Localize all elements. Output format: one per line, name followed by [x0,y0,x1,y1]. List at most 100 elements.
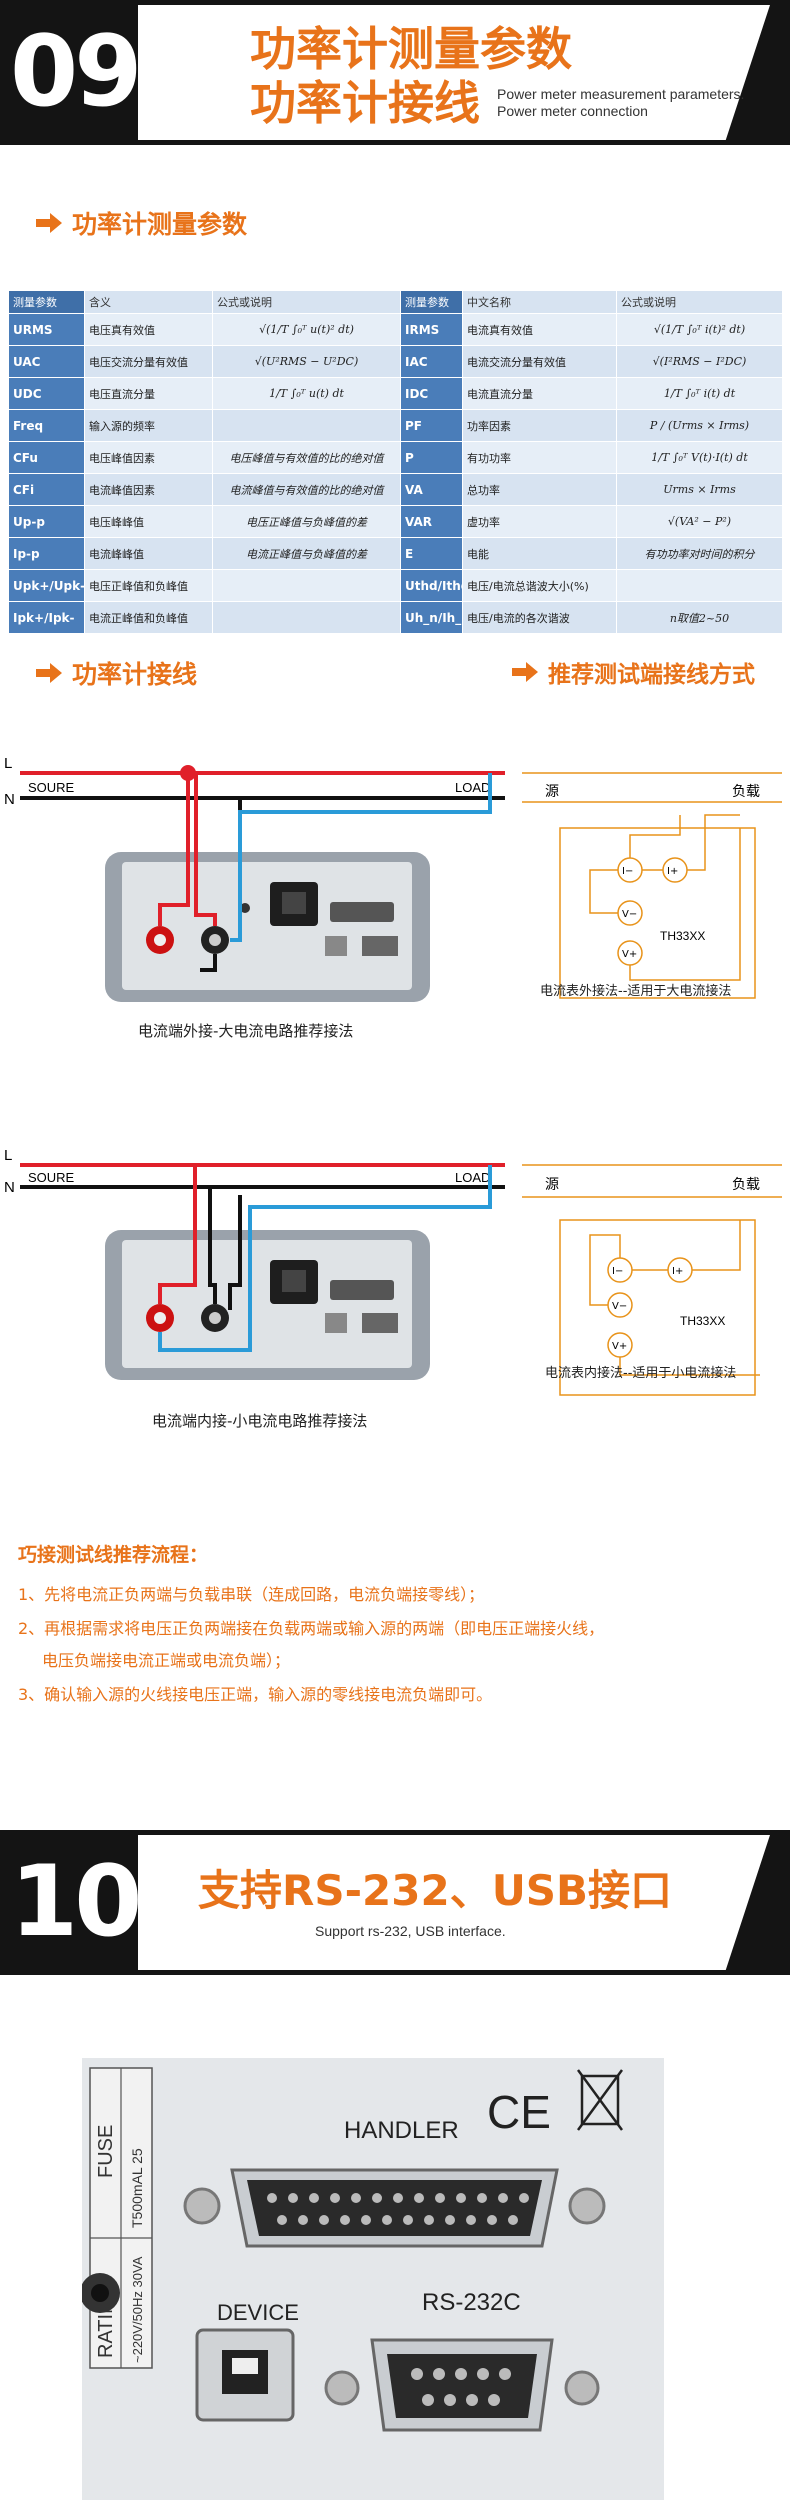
ce-mark: CE [487,2086,551,2138]
fuse-spec: T500mAL 25 [129,2148,145,2228]
param-formula: 有功功率对时间的积分 [616,537,783,570]
param-name: 电流真有效值 [462,313,617,346]
param-symbol: CFi [8,473,85,506]
param-formula: 1/T ∫₀ᵀ i(t) dt [616,377,783,410]
param-symbol: Uh_n/Ih_n [400,601,463,634]
load-label: LOAD [455,780,490,795]
caption-external-main: 电流端外接-大电流电路推荐接法 [138,1022,354,1040]
source-label: SOURE [28,1170,75,1185]
tip-item-3: 3、确认输入源的火线接电压正端，输入源的零线接电流负端即可。 [18,1685,493,1704]
wiring-diagram-internal: L N SOURE LOAD 源 负载 I− I+ V− V+ TH33XX [4,1147,782,1396]
param-formula: n取值2~50 [616,601,783,634]
section-number: 10 [10,1845,142,1959]
param-name: 电流直流分量 [462,377,617,410]
param-symbol: P [400,441,463,474]
schem-source-label: 源 [545,1177,559,1193]
load-label: LOAD [455,1170,490,1185]
param-symbol: VA [400,473,463,506]
db25-pins [267,2193,529,2225]
recommended-heading: 推荐测试端接线方式 [512,655,755,689]
line-n-label: N [4,1179,15,1196]
tip-item-2-cont: 电压负端接电流正端或电流负端）； [42,1651,291,1670]
param-name: 电流正峰值和负峰值 [84,601,213,634]
table-header: 公式或说明 [616,290,783,314]
line-n-label: N [4,791,15,808]
section-title: 支持RS-232、USB接口 [198,1866,673,1915]
table-header: 含义 [84,290,213,314]
handler-label: HANDLER [344,2117,459,2144]
param-symbol: Ipk+/Ipk- [8,601,85,634]
wiring-heading-text: 功率计接线 [72,660,198,689]
term-i-minus: I− [612,1266,623,1277]
params-heading: 功率计测量参数 [36,205,247,241]
param-symbol: PF [400,409,463,442]
param-formula: √(U²RMS − U²DC) [212,345,401,378]
rs232c-label: RS-232C [422,2289,521,2316]
param-formula [616,569,783,602]
section-number: 09 [10,15,142,129]
param-name: 电压峰峰值 [84,505,213,538]
section-09-header: 09 功率计测量参数 功率计接线 Power meter measurement… [0,0,790,145]
tip-item-1: 1、先将电流正负两端与负载串联（连成回路，电流负端接零线）； [18,1585,485,1604]
line-l-label: L [4,755,12,772]
term-i-minus: I− [622,866,633,877]
param-formula: √(1/T ∫₀ᵀ i(t)² dt) [616,313,783,346]
param-name: 电压正峰值和负峰值 [84,569,213,602]
fuse-label: FUSE [95,2125,117,2178]
instrument-rear-panel [105,852,430,1002]
param-formula [212,569,401,602]
line-l-label: L [4,1147,12,1164]
param-formula [212,601,401,634]
caption-external-small: 电流表外接法--适用于大电流接法 [540,984,732,999]
rear-panel-photo: FUSE T500mAL 25 RATING ~220V/50Hz 30VA C… [82,2058,664,2500]
table-header: 中文名称 [462,290,617,314]
instrument-rear-panel [105,1230,430,1380]
tips-title: 巧接测试线推荐流程： [18,1544,209,1566]
table-header: 公式或说明 [212,290,401,314]
term-v-plus: V+ [612,1341,627,1352]
param-name: 电能 [462,537,617,570]
term-v-plus: V+ [622,949,637,960]
param-name: 功率因素 [462,409,617,442]
section-10-header: 10 支持RS-232、USB接口 Support rs-232, USB in… [0,1830,790,1975]
param-symbol: UAC [8,345,85,378]
param-name: 输入源的频率 [84,409,213,442]
param-symbol: E [400,537,463,570]
term-v-minus: V− [612,1301,627,1312]
params-heading-text: 功率计测量参数 [72,210,248,239]
term-i-plus: I+ [667,866,678,877]
model-label: TH33XX [680,1314,725,1328]
param-name: 总功率 [462,473,617,506]
section-subtitle-en-1: Power meter measurement parameters. [497,86,745,102]
param-symbol: IAC [400,345,463,378]
param-symbol: UDC [8,377,85,410]
weee-bin-icon [576,2069,624,2131]
table-row: Ipk+/Ipk-电流正峰值和负峰值Uh_n/Ih_n电压/电流的各次谐波n取值… [8,601,783,634]
param-formula: 电流正峰值与负峰值的差 [212,537,401,570]
param-name: 电流峰值因素 [84,473,213,506]
param-symbol: IRMS [400,313,463,346]
wiring-heading: 功率计接线 [36,655,197,691]
section-title-line1: 功率计测量参数 [250,22,572,76]
wiring-diagram-external: L N SOURE LOAD 源 负载 I− I+ [4,755,782,1002]
arrow-right-icon [36,213,62,233]
param-symbol: Ip-p [8,537,85,570]
device-label: DEVICE [217,2300,299,2325]
schem-source-label: 源 [545,784,559,800]
param-symbol: VAR [400,505,463,538]
param-name: 电压/电流总谐波大小(%) [462,569,617,602]
param-name: 电压交流分量有效值 [84,345,213,378]
section-banner [138,5,770,140]
param-name: 虚功率 [462,505,617,538]
section-subtitle-en: Support rs-232, USB interface. [315,1923,506,1939]
term-i-plus: I+ [672,1266,683,1277]
caption-internal-small: 电流表内接法--适用于小电流接法 [545,1366,737,1381]
